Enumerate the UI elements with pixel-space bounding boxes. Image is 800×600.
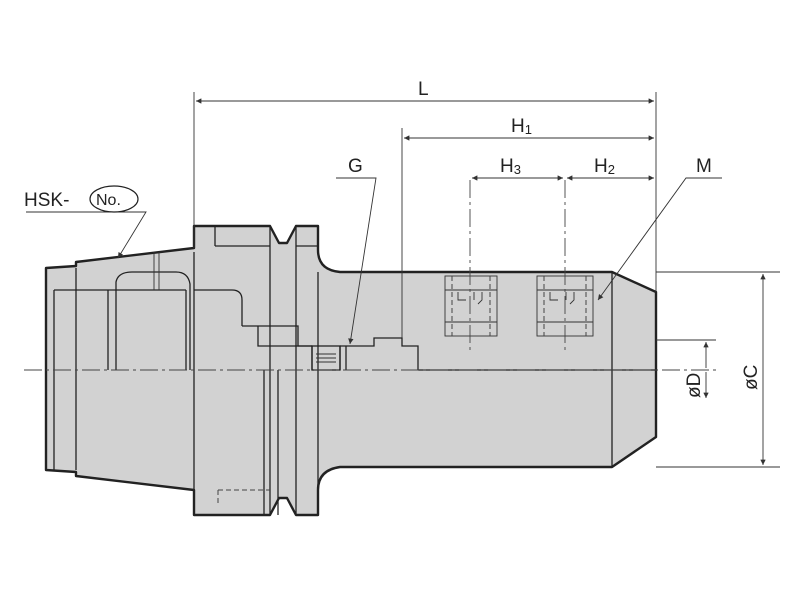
leader-m bbox=[597, 177, 722, 301]
label-hsk-no: No. bbox=[96, 192, 121, 209]
label-hsk-prefix: HSK- bbox=[24, 190, 69, 211]
leader-g bbox=[336, 177, 377, 345]
holder-body bbox=[44, 224, 658, 517]
label-oD: øD bbox=[684, 373, 705, 398]
leader-hsk bbox=[26, 211, 147, 259]
screw-hole-1 bbox=[444, 275, 498, 337]
label-H2: H2 bbox=[594, 156, 615, 177]
label-H1: H1 bbox=[511, 116, 532, 137]
center-lines bbox=[24, 180, 720, 371]
flange-groove bbox=[214, 226, 319, 515]
label-M: M bbox=[696, 156, 712, 177]
extension-lines bbox=[193, 92, 780, 468]
hsk-taper-details bbox=[53, 252, 243, 515]
label-oC: øC bbox=[741, 365, 762, 390]
label-G: G bbox=[348, 156, 363, 177]
hsk-no-circle bbox=[89, 185, 139, 213]
label-H3: H3 bbox=[500, 156, 521, 177]
label-L: L bbox=[418, 79, 429, 100]
